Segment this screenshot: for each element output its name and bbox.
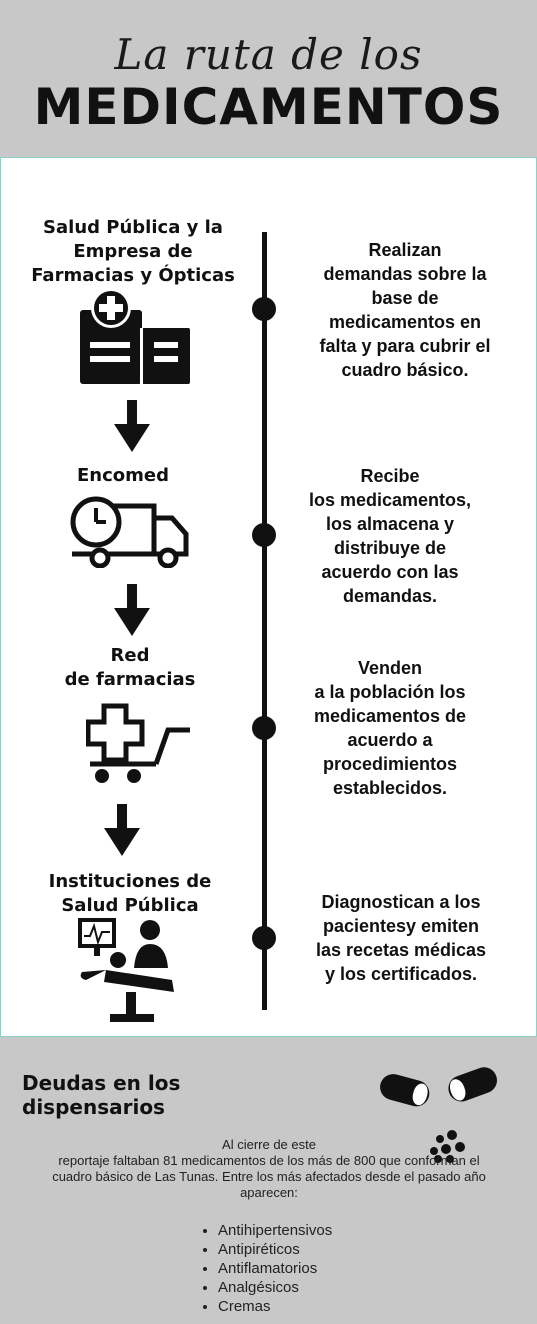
list-item: Cremas bbox=[218, 1297, 332, 1316]
step-title: Encomed bbox=[77, 465, 169, 486]
list-item: Antiflamatorios bbox=[218, 1259, 332, 1278]
timeline-line bbox=[262, 232, 267, 1010]
list-item: Antihipertensivos bbox=[218, 1221, 332, 1240]
list-item: Analgésicos bbox=[218, 1278, 332, 1297]
arrow-down-icon bbox=[104, 804, 140, 856]
debts-section: Deudas en los dispensarios Al cierre de … bbox=[0, 1036, 537, 1324]
timeline-dot bbox=[252, 297, 276, 321]
step-description: Realizan demandas sobre la base de medic… bbox=[319, 240, 491, 380]
timeline-dot bbox=[252, 926, 276, 950]
step-description: Recibe los medicamentos, los almacena y … bbox=[308, 466, 472, 606]
header-banner: La ruta de los MEDICAMENTOS bbox=[0, 0, 537, 158]
arrow-down-icon bbox=[114, 584, 150, 636]
list-item: Antipiréticos bbox=[218, 1240, 332, 1259]
timeline-dot bbox=[252, 523, 276, 547]
step-description: Diagnostican a los pacientesy emiten las… bbox=[315, 892, 487, 984]
step-title: Red de farmacias bbox=[64, 645, 196, 690]
pharmacy-cart-icon bbox=[86, 703, 190, 783]
section-title: Deudas en los dispensarios bbox=[22, 1071, 181, 1119]
pill-capsule-icon bbox=[380, 1067, 497, 1163]
timeline-dot bbox=[252, 716, 276, 740]
step-title: Instituciones de Salud Pública bbox=[48, 871, 212, 916]
title-main: MEDICAMENTOS bbox=[33, 78, 504, 136]
hospital-icon bbox=[80, 288, 190, 384]
delivery-truck-icon bbox=[70, 496, 189, 568]
debts-paragraph: Al cierre de este reportaje faltaban 81 … bbox=[52, 1137, 486, 1200]
arrow-down-icon bbox=[114, 400, 150, 452]
step-description: Venden a la población los medicamentos d… bbox=[313, 658, 467, 798]
title-script: La ruta de los bbox=[114, 30, 423, 79]
step-title: Salud Pública y la Empresa de Farmacias … bbox=[31, 217, 235, 286]
doctor-patient-icon bbox=[78, 918, 174, 1022]
medicine-list: Antihipertensivos Antipiréticos Antiflam… bbox=[196, 1221, 332, 1316]
